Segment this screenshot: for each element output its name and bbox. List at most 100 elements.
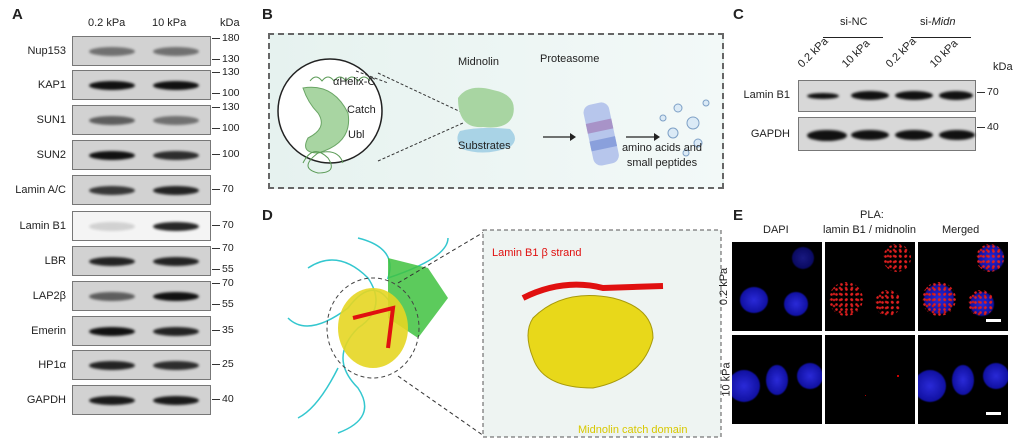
band — [153, 186, 199, 195]
image-pla-10 — [825, 335, 915, 424]
blot-hp1- — [72, 350, 211, 380]
proteasome-icon — [583, 102, 619, 166]
midnolin-schematic — [277, 58, 710, 174]
band — [153, 47, 199, 56]
protein-structure — [287, 229, 722, 438]
lane-label: 10 kPa — [839, 37, 873, 71]
blot-gapdh — [798, 117, 976, 151]
col-label: lamin B1 / midnolin — [823, 224, 916, 236]
band — [89, 327, 135, 336]
col-label: Merged — [942, 224, 980, 236]
image-pla-02 — [825, 242, 915, 331]
blot-kap1 — [72, 70, 211, 100]
band — [89, 186, 135, 195]
marker: 130 — [212, 67, 240, 78]
catch-domain-icon — [302, 86, 350, 154]
blot-sun1 — [72, 105, 211, 135]
panel-e-label: E — [733, 207, 744, 224]
row-label: 0.2 kPa — [718, 267, 731, 306]
marker: 55 — [212, 264, 234, 275]
band — [153, 327, 199, 336]
substrates-label: Substrates — [458, 140, 511, 152]
catch-domain-large — [527, 295, 654, 389]
marker: 130 — [212, 54, 240, 65]
marker: 100 — [212, 88, 240, 99]
catch-label: Catch — [347, 104, 376, 116]
marker: 40 — [977, 122, 999, 133]
row-label: Emerin — [31, 325, 66, 337]
image-dapi-10 — [732, 335, 822, 424]
lane-label: 10 kPa — [152, 17, 187, 29]
band — [89, 81, 135, 90]
products-label: amino acids and small peptides — [621, 142, 703, 169]
blot-lap2- — [72, 281, 211, 311]
marker: 70 — [212, 243, 234, 254]
blot-emerin — [72, 316, 211, 346]
image-merged-10 — [918, 335, 1008, 424]
band — [89, 151, 135, 160]
marker: 25 — [212, 359, 234, 370]
row-label: Lamin B1 — [19, 220, 66, 232]
lane-label: 0.2 kPa — [883, 35, 919, 71]
marker: 70 — [977, 87, 999, 98]
group-label-simidn: si-Midn — [920, 16, 956, 28]
row-label: HP1α — [38, 359, 66, 371]
catch-domain-small — [338, 288, 408, 368]
midnolin-shape — [458, 87, 514, 128]
band — [153, 222, 199, 231]
peptides-icon — [659, 99, 710, 157]
blot-lamin-b1 — [798, 80, 976, 112]
panel-b-label: B — [262, 6, 273, 23]
band — [153, 151, 199, 160]
scale-bar — [986, 319, 1001, 322]
band — [89, 47, 135, 56]
row-label: KAP1 — [37, 79, 66, 91]
row-label: SUN1 — [36, 114, 66, 126]
image-dapi-02 — [732, 242, 822, 331]
blot-lamin-a-c — [72, 175, 211, 205]
marker: 130 — [212, 102, 240, 113]
helix-icon — [309, 76, 371, 82]
strand-large — [521, 281, 664, 301]
row-label: Lamin A/C — [15, 184, 66, 196]
panel-d-label: D — [262, 207, 273, 224]
helix-label: αHelix-C — [333, 76, 376, 88]
group-label-sinc: si-NC — [840, 16, 868, 28]
blot-sun2 — [72, 140, 211, 170]
band — [89, 116, 135, 125]
marker: 55 — [212, 299, 234, 310]
band — [89, 222, 135, 231]
marker: 70 — [212, 278, 234, 289]
strand-label: Lamin B1 β strand — [492, 247, 582, 259]
midnolin-label: Midnolin — [458, 56, 499, 68]
kda-label: kDa — [993, 61, 1013, 73]
row-label: Lamin B1 — [743, 89, 790, 101]
marker: 70 — [212, 184, 234, 195]
band — [153, 292, 199, 301]
lane-label: 0.2 kPa — [795, 35, 831, 71]
image-merged-02 — [918, 242, 1008, 331]
band — [89, 396, 135, 405]
blot-lamin-b1 — [72, 211, 211, 241]
proteasome-label: Proteasome — [540, 53, 600, 65]
band — [153, 116, 199, 125]
blot-lbr — [72, 246, 211, 276]
row-label: LAP2β — [32, 290, 66, 302]
panel-a-label: A — [12, 6, 23, 23]
col-label: PLA: — [860, 209, 884, 221]
marker: 100 — [212, 149, 240, 160]
row-label: GAPDH — [26, 394, 66, 406]
lane-label: 0.2 kPa — [88, 17, 126, 29]
substrate-shape — [457, 127, 515, 153]
row-label: Nup153 — [27, 45, 66, 57]
scale-bar — [986, 412, 1001, 415]
domain-label: Midnolin catch domain — [578, 424, 688, 436]
band — [89, 361, 135, 370]
band — [153, 396, 199, 405]
band — [153, 361, 199, 370]
panel-c-label: C — [733, 6, 744, 23]
blot-gapdh — [72, 385, 211, 415]
row-label: GAPDH — [750, 128, 790, 140]
band — [89, 292, 135, 301]
row-label: LBR — [44, 255, 66, 267]
